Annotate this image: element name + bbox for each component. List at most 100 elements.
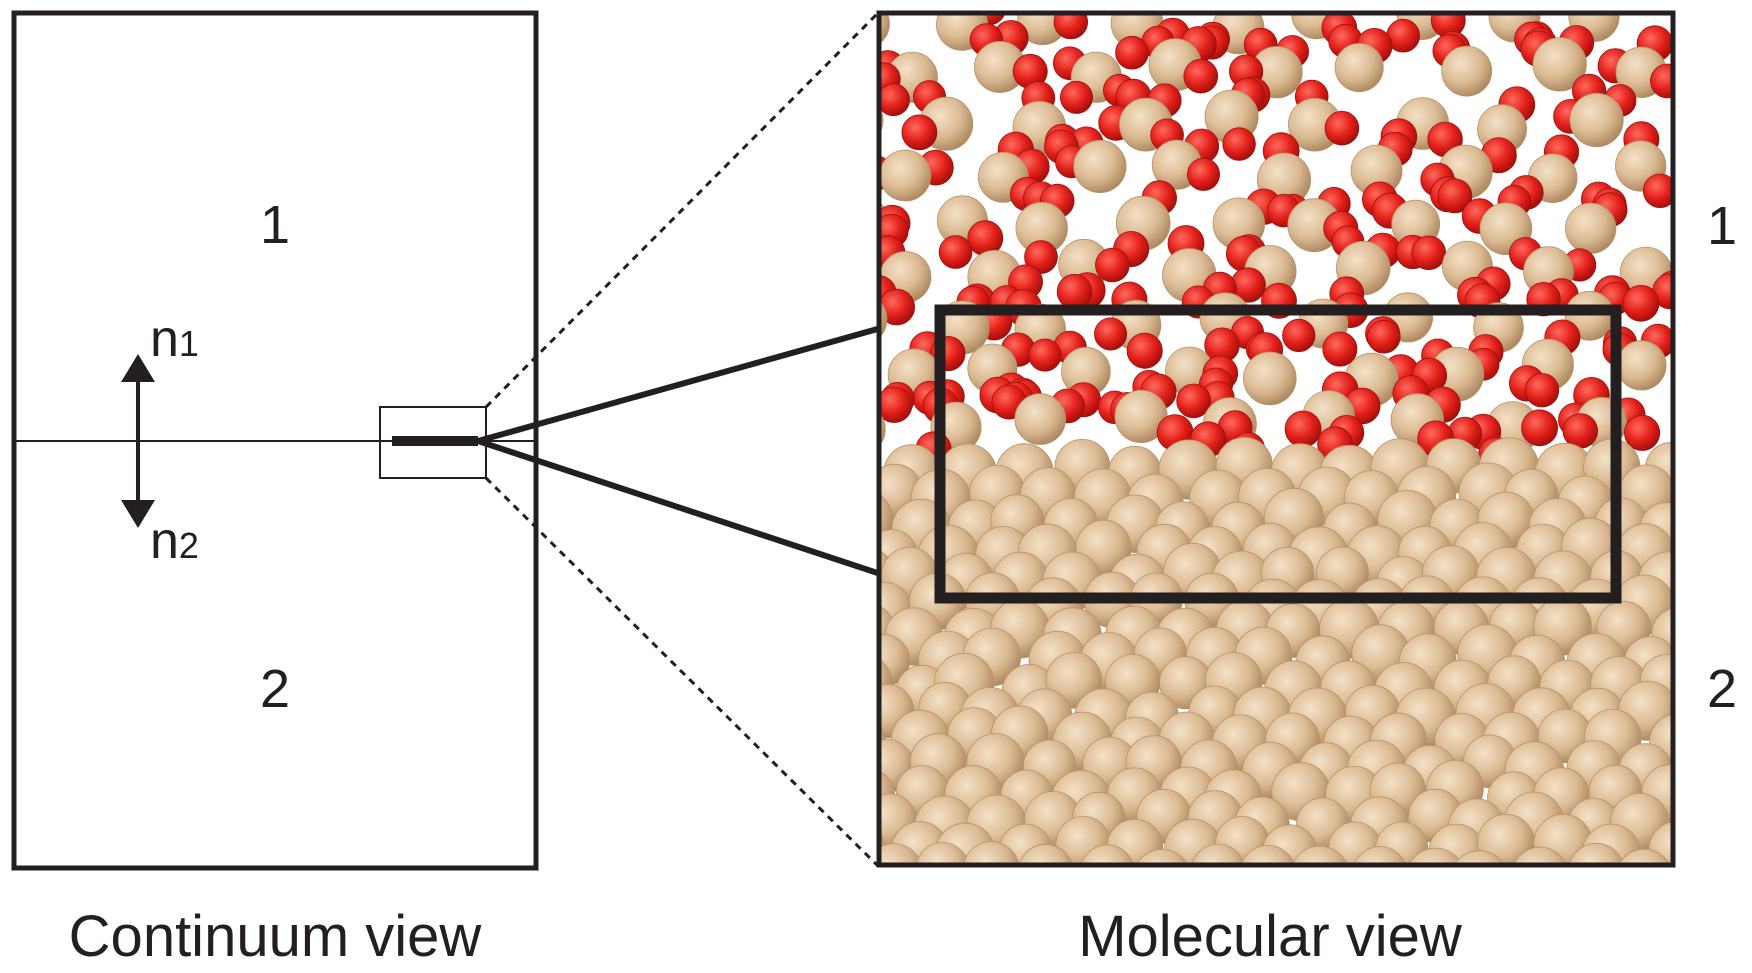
atom-red: [813, 413, 846, 446]
atom-red: [1282, 318, 1316, 353]
atom-tan: [1353, 846, 1407, 865]
atom-red: [1187, 157, 1221, 191]
atom-tan: [963, 841, 1020, 865]
interface-segment: [392, 436, 478, 446]
atom-red: [879, 83, 910, 117]
atom-red: [820, 0, 852, 30]
atom-tan: [879, 149, 932, 202]
atom-tan: [1565, 202, 1617, 254]
normal-n2-sub: 2: [179, 525, 199, 566]
zoom-solid-top: [477, 309, 939, 444]
atom-red: [818, 214, 852, 248]
atom-red: [1596, 0, 1628, 9]
interface-region-box: [934, 304, 1622, 604]
atom-red: [825, 125, 858, 158]
atom-tan: [1291, 845, 1348, 865]
atom-red: [811, 411, 847, 447]
atom-tan: [1191, 843, 1245, 865]
atom-tan: [1080, 844, 1134, 865]
atom-red: [851, 0, 883, 11]
atom-red: [1411, 235, 1446, 271]
atom-tan: [1513, 846, 1567, 865]
atom-tan: [915, 842, 970, 865]
atom-red: [1095, 247, 1130, 283]
continuum-caption: Continuum view: [69, 904, 483, 969]
arrow-down-icon: [121, 500, 155, 528]
normal-label-n1: n1: [150, 310, 199, 368]
atom-tan: [1408, 847, 1463, 865]
atom-tan: [1018, 843, 1073, 865]
atom-tan: [1532, 37, 1587, 92]
normal-label-n2: n2: [150, 512, 199, 570]
atom-red: [1094, 317, 1128, 351]
atom-red: [1324, 110, 1360, 146]
normal-n1-sub: 1: [179, 323, 199, 364]
atom-red: [1624, 414, 1661, 451]
normal-n2-base: n: [150, 512, 179, 570]
atom-red: [938, 235, 973, 269]
atom-red: [1558, 0, 1593, 11]
atom-tan: [1617, 848, 1671, 865]
atom-red: [1322, 331, 1358, 367]
atom-red: [1492, 0, 1527, 3]
continuum-panel: 1 2 n1 n2 Continuum view: [11, 10, 539, 969]
atom-tan: [1441, 45, 1493, 97]
atom-tan: [879, 13, 890, 45]
atom-red: [1367, 319, 1401, 354]
atom-red: [1176, 383, 1211, 419]
atom-tan: [879, 105, 884, 135]
atom-red: [842, 129, 878, 165]
atom-tan: [879, 843, 922, 865]
atom-red: [1622, 284, 1660, 322]
atom-red: [1115, 35, 1149, 70]
atom-red: [1521, 409, 1558, 447]
region-label-1: 1: [260, 195, 290, 255]
atoms: [811, 0, 1673, 865]
atom-red: [901, 114, 938, 151]
atom-red: [1056, 273, 1093, 310]
molecular-panel: 1 2 Molecular view: [811, 0, 1737, 969]
atom-tan: [1616, 340, 1667, 391]
atom-tan: [1569, 92, 1624, 148]
atom-red: [1524, 373, 1560, 408]
atom-red: [1437, 178, 1473, 214]
atom-tan: [1453, 850, 1506, 865]
atom-tan: [1135, 848, 1189, 865]
molecular-region-label-1: 1: [1707, 196, 1737, 256]
zoom-dashed-top: [484, 11, 880, 409]
atom-red: [1024, 240, 1058, 274]
atom-red: [1036, 0, 1068, 7]
region-label-2: 2: [260, 659, 290, 719]
molecular-frame: [876, 10, 1676, 868]
atom-red: [1642, 173, 1673, 208]
atom-tan: [1073, 139, 1127, 194]
atom-tan: [879, 461, 883, 489]
zoom-connectors: [477, 11, 939, 868]
atom-red: [1284, 0, 1320, 10]
atom-tan: [1240, 845, 1296, 865]
zoom-solid-bottom: [477, 438, 939, 596]
arrow-up-icon: [121, 354, 155, 382]
molecular-region-label-2: 2: [1707, 659, 1737, 719]
atom-red: [879, 386, 913, 423]
atom-red: [879, 288, 915, 326]
atom-tan: [1648, 821, 1673, 865]
zoom-dashed-bottom: [484, 476, 880, 868]
atom-tan: [1568, 842, 1625, 865]
atom-red: [1284, 410, 1322, 448]
molecular-caption: Molecular view: [1078, 904, 1463, 969]
atom-red: [1183, 58, 1219, 94]
atom-red: [1028, 338, 1062, 372]
atom-red: [1222, 127, 1256, 161]
atom-tan: [1334, 43, 1384, 93]
atom-red: [1060, 80, 1094, 114]
atom-tan: [1243, 351, 1297, 406]
atom-tan: [1014, 393, 1066, 445]
atom-red: [1287, 0, 1321, 4]
normal-n1-base: n: [150, 310, 179, 368]
atom-red: [1053, 13, 1088, 40]
atom-red: [1126, 332, 1163, 369]
atom-red: [836, 73, 871, 108]
atom-red: [1562, 413, 1598, 449]
